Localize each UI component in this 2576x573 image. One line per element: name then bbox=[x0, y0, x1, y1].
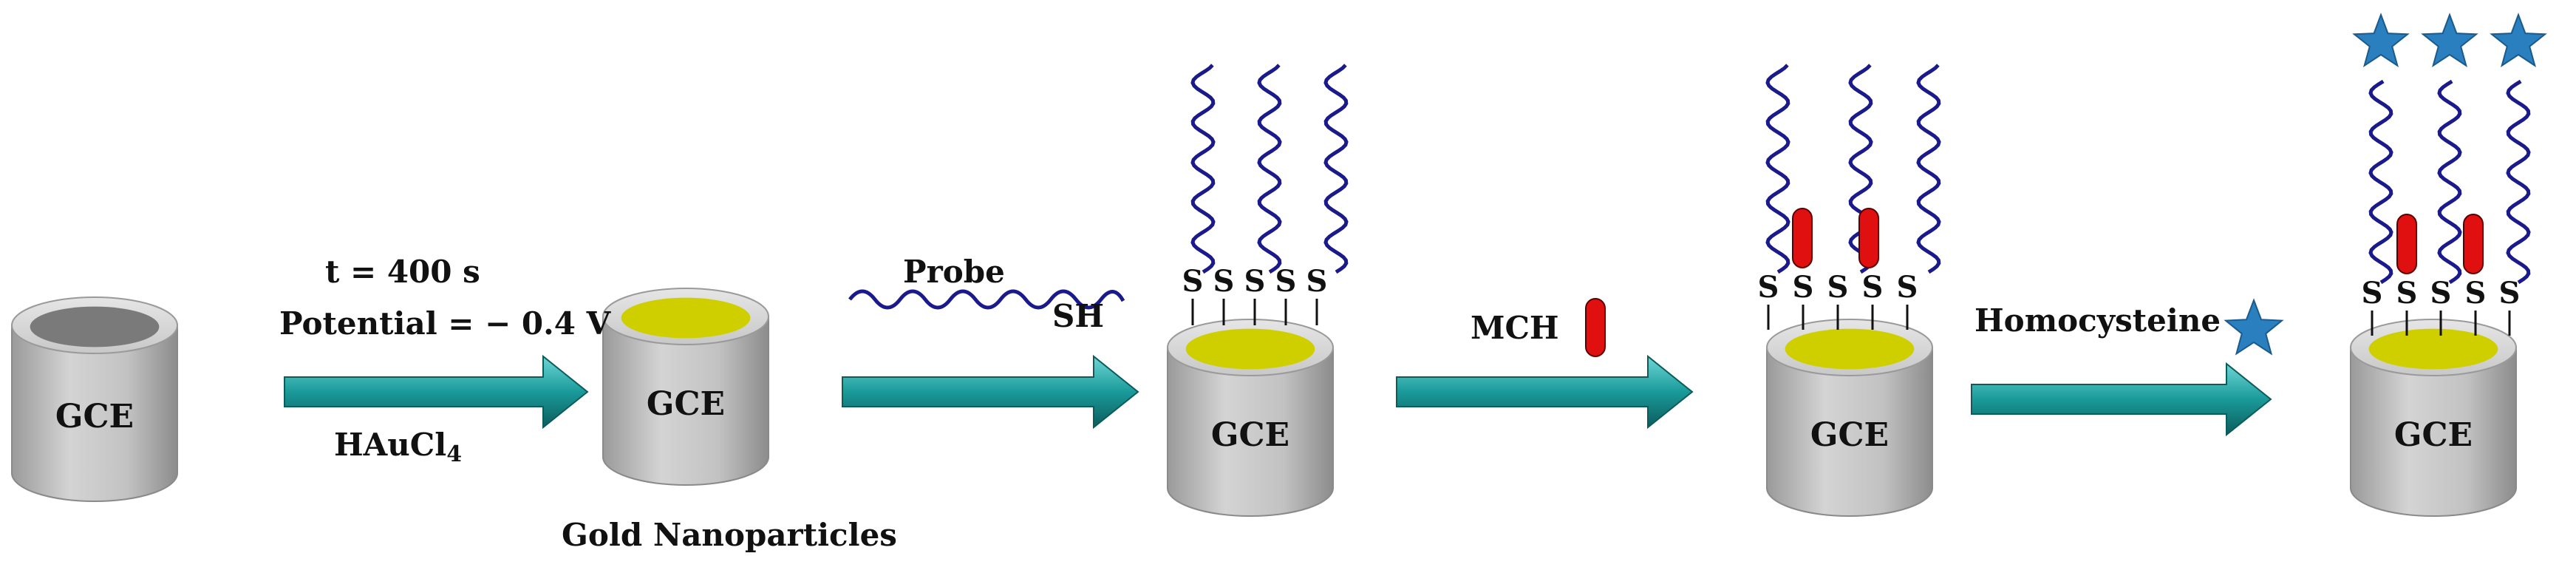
reaction-arrow-2 bbox=[842, 354, 1139, 430]
gce-label: GCE bbox=[647, 385, 725, 423]
sulfur-label: S bbox=[1244, 264, 1266, 299]
gold-surface bbox=[2368, 328, 2498, 370]
arrows bbox=[284, 354, 2272, 437]
electrode-bare: GCE bbox=[11, 296, 178, 502]
mch-molecule bbox=[2463, 214, 2484, 274]
electrode-probe-immobilized: GCE bbox=[1167, 319, 1334, 517]
sulfur-label: S bbox=[2465, 276, 2487, 311]
electrode-body bbox=[1167, 347, 1334, 517]
probe-label: Probe bbox=[903, 254, 1005, 290]
reagent-formula-subscript: 4 bbox=[446, 441, 462, 467]
gold-nanoparticles-label: Gold Nanoparticles bbox=[562, 517, 897, 553]
free-probe-strand bbox=[848, 289, 1125, 310]
mch-legend-icon bbox=[1585, 298, 1606, 357]
sulfur-label: S bbox=[2396, 276, 2418, 311]
electrode-body bbox=[1766, 347, 1933, 517]
sulfur-label: S bbox=[1213, 264, 1235, 299]
electrode-body bbox=[602, 316, 769, 486]
dna-probe-strand bbox=[2368, 79, 2393, 285]
electrode-body bbox=[2350, 347, 2517, 517]
step1-time-label: t = 400 s bbox=[325, 254, 480, 290]
sulfur-label: S bbox=[2430, 276, 2452, 311]
mch-molecule bbox=[1858, 208, 1879, 268]
mch-molecule bbox=[1792, 208, 1813, 268]
sulfur-label: S bbox=[1182, 264, 1204, 299]
step1-reagent-label: HAuCl4 bbox=[334, 427, 462, 467]
bare-electrode-surface bbox=[30, 306, 160, 347]
step1-potential-label: Potential = − 0.4 V bbox=[279, 305, 612, 342]
mch-molecule bbox=[2396, 214, 2417, 274]
dna-probe-strand bbox=[2437, 79, 2462, 285]
sulfur-label: S bbox=[1862, 270, 1884, 305]
gold-surface bbox=[621, 297, 751, 339]
electrode-homocysteine-bound: GCE bbox=[2350, 319, 2517, 517]
mch-molecules bbox=[1792, 208, 2484, 274]
reaction-arrow-3 bbox=[1396, 354, 1694, 430]
dna-probe-strand bbox=[1323, 64, 1349, 274]
sulfur-label: S bbox=[1275, 264, 1297, 299]
homocysteine-star bbox=[2421, 13, 2478, 67]
sulfur-label: S bbox=[1758, 270, 1779, 305]
electrode-body bbox=[11, 325, 178, 502]
gold-surface bbox=[1785, 328, 1915, 370]
sulfur-label: S bbox=[1827, 270, 1849, 305]
sulfur-label: S bbox=[1793, 270, 1814, 305]
homocysteine-markers bbox=[2352, 13, 2547, 67]
homocysteine-legend-star-icon bbox=[2224, 298, 2284, 356]
thiol-label: SH bbox=[1052, 298, 1104, 334]
dna-probe-strand bbox=[1765, 64, 1790, 274]
homocysteine-label: Homocysteine bbox=[1974, 302, 2221, 339]
homocysteine-star bbox=[2490, 13, 2547, 67]
electrode-gold-nanoparticles: GCE bbox=[602, 288, 769, 486]
homocysteine-star bbox=[2352, 13, 2410, 67]
sulfur-label: S bbox=[2362, 276, 2383, 311]
mch-label: MCH bbox=[1471, 310, 1559, 346]
dna-probe-strand bbox=[1848, 64, 1873, 274]
gce-label: GCE bbox=[1810, 416, 1889, 454]
sulfur-label: S bbox=[2499, 276, 2521, 311]
sulfur-label: S bbox=[1897, 270, 1918, 305]
dna-probe-strand bbox=[1257, 64, 1282, 274]
sulfur-label: S bbox=[1306, 264, 1328, 299]
gce-label: GCE bbox=[55, 398, 134, 435]
gold-surface bbox=[1185, 328, 1315, 370]
dna-probe-strand bbox=[1190, 64, 1216, 274]
dna-probe-strand bbox=[1916, 64, 1941, 274]
gce-label: GCE bbox=[1211, 416, 1289, 454]
electrode-mch-blocked: GCE bbox=[1766, 319, 1933, 517]
reaction-arrow-4 bbox=[1971, 362, 2272, 437]
dna-probe-strand bbox=[2506, 79, 2531, 285]
reagent-formula-base: HAuCl bbox=[334, 427, 446, 463]
gce-label: GCE bbox=[2394, 416, 2473, 454]
reaction-arrow-1 bbox=[284, 354, 589, 430]
